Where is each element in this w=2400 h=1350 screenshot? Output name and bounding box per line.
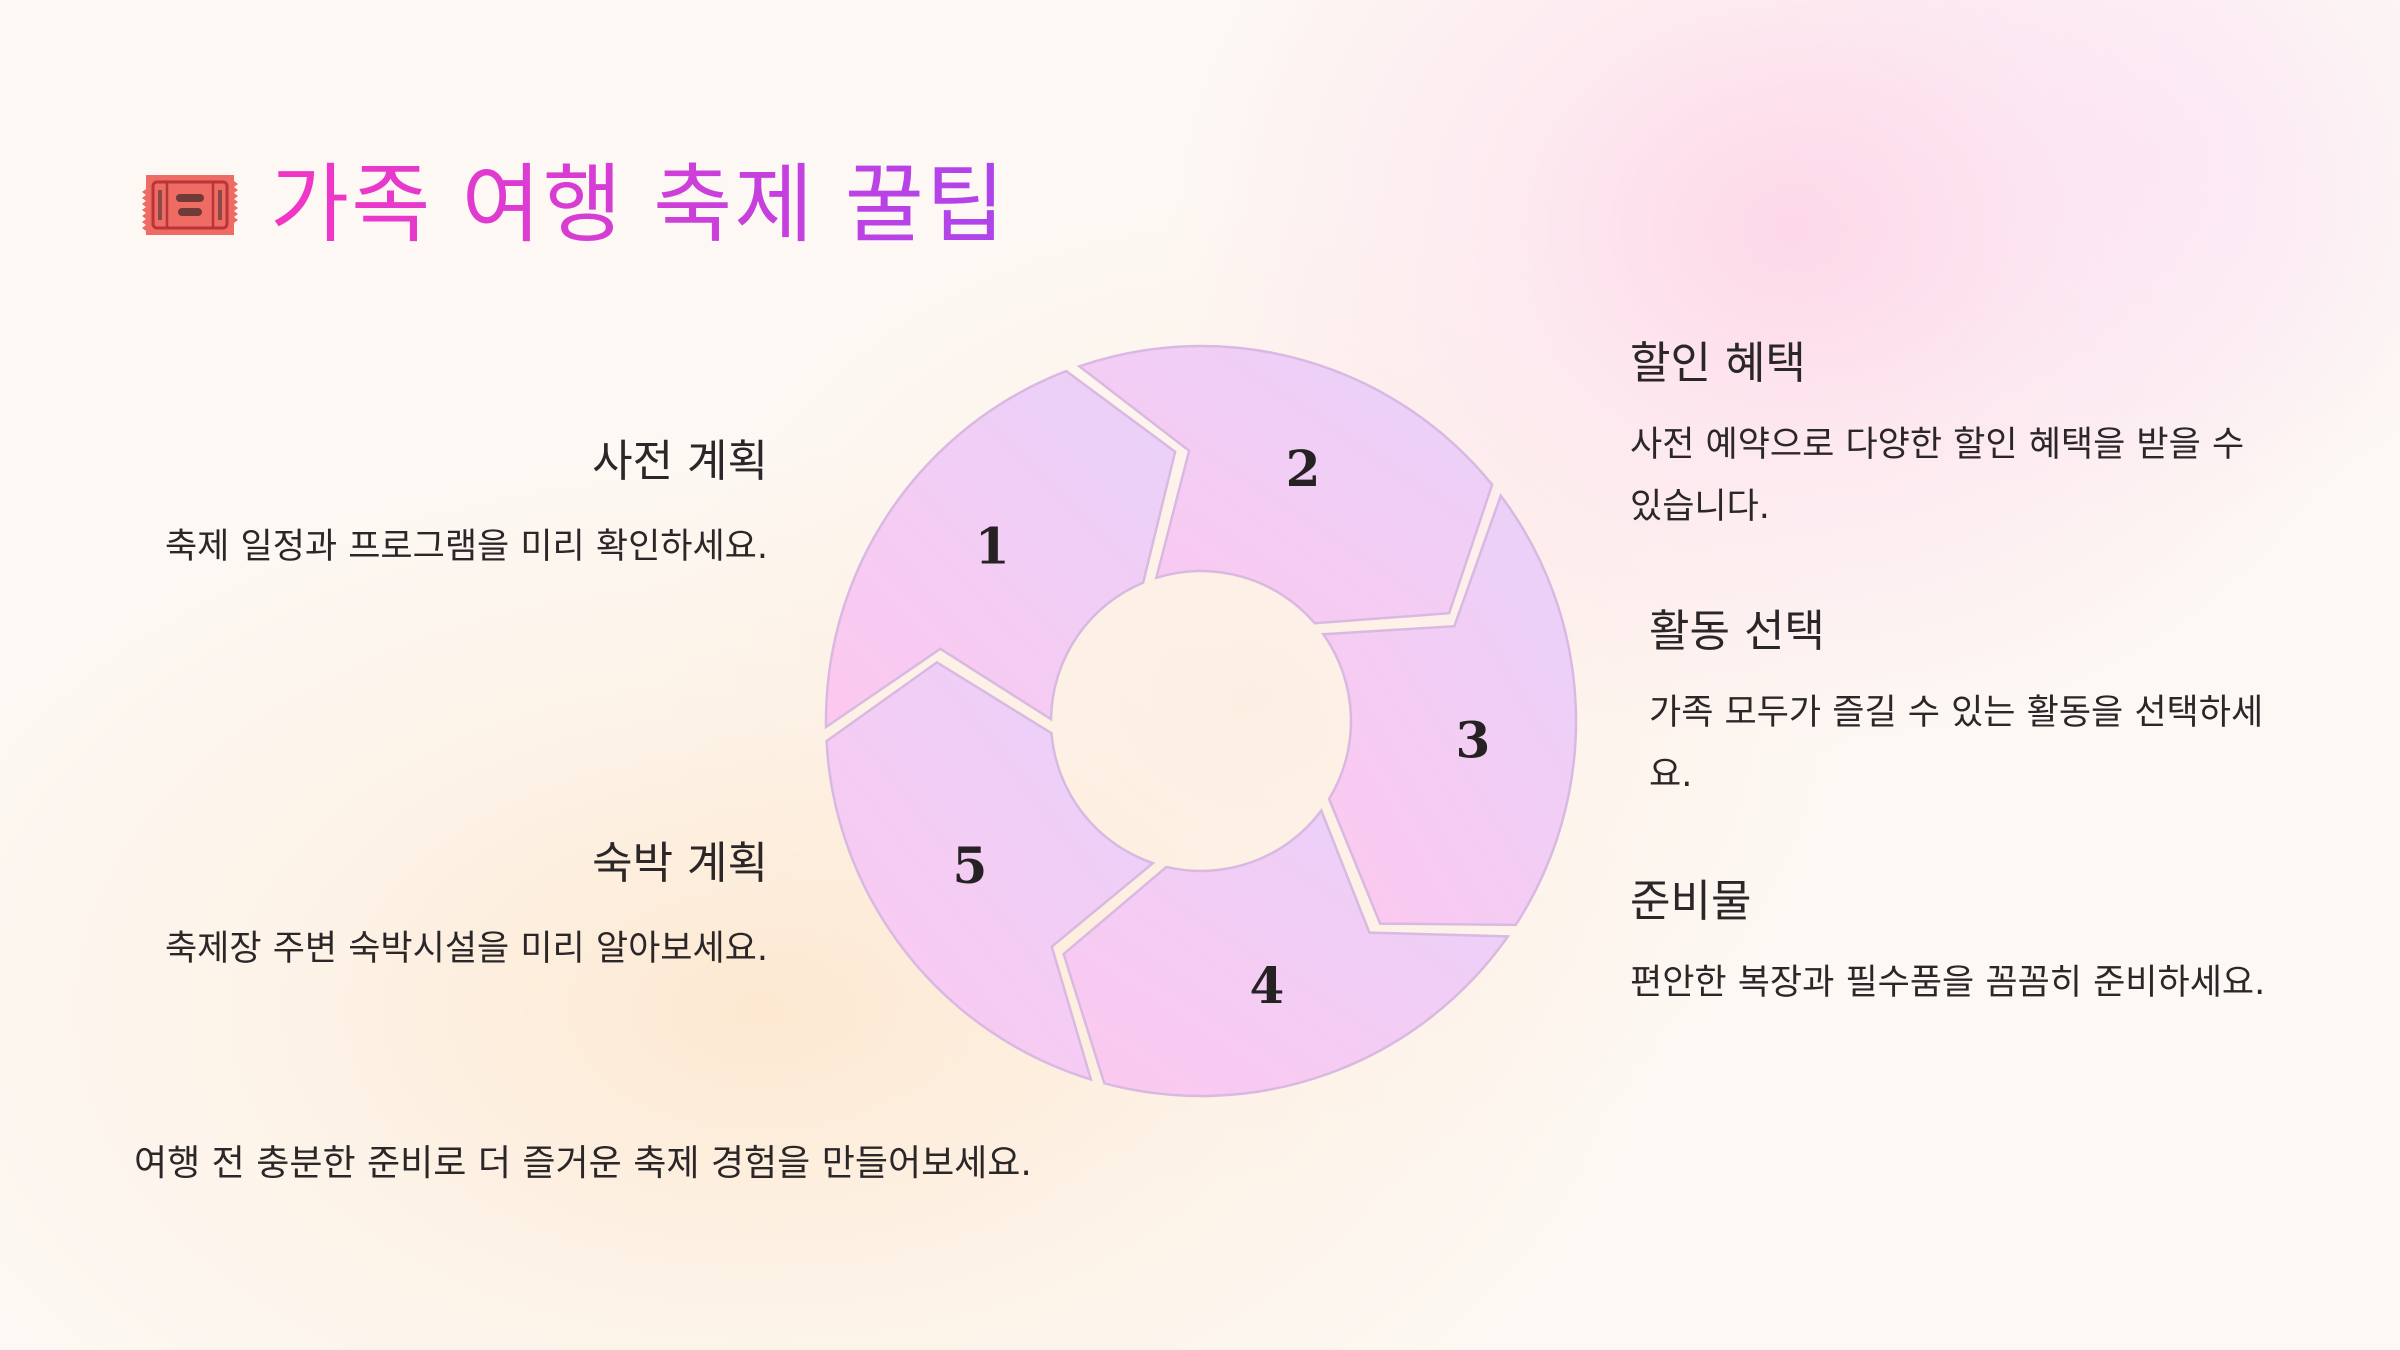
cycle-segment-4: 4 [1062, 808, 1511, 1098]
segment-shape [1062, 808, 1511, 1098]
segment-shape [1076, 344, 1494, 625]
cycle-segment-3: 3 [1321, 493, 1578, 927]
segment-number: 1 [975, 516, 1010, 575]
step-1-block: 사전 계획 축제 일정과 프로그램을 미리 확인하세요. [128, 434, 768, 578]
step-4-description: 편안한 복장과 필수품을 꼼꼼히 준비하세요. [1630, 963, 2266, 1003]
step-5-description: 축제장 주변 숙박시설을 미리 알아보세요. [164, 929, 768, 969]
cycle-segment-1: 1 [824, 369, 1177, 730]
segment-shape [825, 660, 1156, 1082]
page-title: 가족 여행 축제 꿀팁 [270, 150, 1007, 260]
footer-note: 여행 전 충분한 준비로 더 즐거운 축제 경험을 만들어보세요. [134, 1143, 1032, 1184]
step-4-title: 준비물 [1630, 876, 1752, 927]
step-5-block: 숙박 계획 축제장 주변 숙박시설을 미리 알아보세요. [128, 836, 768, 980]
cycle-segments: 1 2 3 4 5 [824, 344, 1578, 1098]
segment-number: 4 [1250, 956, 1285, 1015]
segment-number: 3 [1455, 711, 1490, 770]
segment-shape [1321, 493, 1578, 927]
segment-shape [824, 369, 1177, 730]
cycle-segment-5: 5 [825, 660, 1156, 1082]
page-header: 가족 여행 축제 꿀팁 [138, 150, 1007, 260]
step-3-description: 가족 모두가 즐길 수 있는 활동을 선택하세요. [1649, 693, 2264, 795]
segment-number: 5 [953, 836, 988, 895]
step-3-title: 활동 선택 [1649, 606, 1825, 657]
cycle-segment-2: 2 [1076, 344, 1494, 625]
step-1-description: 축제 일정과 프로그램을 미리 확인하세요. [164, 527, 768, 567]
step-2-description: 사전 예약으로 다양한 할인 혜택을 받을 수 있습니다. [1630, 425, 2245, 527]
step-4-block: 준비물 편안한 복장과 필수품을 꼼꼼히 준비하세요. [1630, 874, 2270, 1014]
ticket-icon [142, 175, 238, 235]
segment-number: 2 [1286, 439, 1321, 498]
step-2-title: 할인 혜택 [1630, 338, 1806, 389]
step-1-title: 사전 계획 [592, 436, 768, 487]
step-5-title: 숙박 계획 [592, 838, 768, 889]
step-3-block: 활동 선택 가족 모두가 즐길 수 있는 활동을 선택하세요. [1649, 604, 2269, 806]
step-2-block: 할인 혜택 사전 예약으로 다양한 할인 혜택을 받을 수 있습니다. [1630, 336, 2270, 538]
